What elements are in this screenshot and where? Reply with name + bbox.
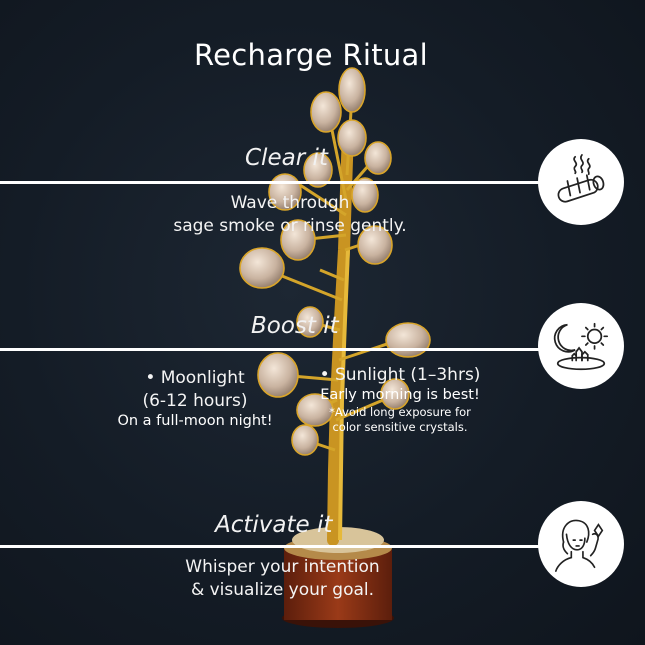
- sage-bundle-icon: [557, 154, 605, 203]
- step-heading-clear: Clear it: [245, 145, 328, 171]
- moonlight-note: On a full-moon night!: [117, 413, 273, 429]
- sunlight-warning-line2: color sensitive crystals.: [332, 420, 468, 434]
- divider-clear: [0, 181, 545, 184]
- page-title: Recharge Ritual: [194, 38, 428, 72]
- clear-description-line1: Wave through: [230, 193, 350, 213]
- clear-description-line2: sage smoke or rinse gently.: [173, 216, 407, 236]
- sunlight-warning-line1: *Avoid long exposure for: [329, 405, 471, 419]
- divider-boost: [0, 348, 545, 351]
- woman-whispering-icon: [554, 519, 604, 572]
- sunlight-note: Early morning is best!: [320, 387, 480, 403]
- divider-activate: [0, 545, 545, 548]
- step-heading-activate: Activate it: [215, 512, 333, 538]
- clear-badge: [538, 139, 624, 225]
- activate-badge: [538, 501, 624, 587]
- moonlight-label: • Moonlight: [145, 368, 245, 388]
- activate-description-line2: & visualize your goal.: [190, 580, 375, 600]
- step-heading-boost: Boost it: [251, 313, 339, 339]
- activate-description-line1: Whisper your intention: [185, 557, 380, 577]
- moonlight-hours: (6-12 hours): [142, 391, 248, 411]
- sunlight-label: • Sunlight (1–3hrs): [319, 365, 481, 385]
- boost-badge: [538, 303, 624, 389]
- moon-sun-crystal-icon: [553, 322, 609, 371]
